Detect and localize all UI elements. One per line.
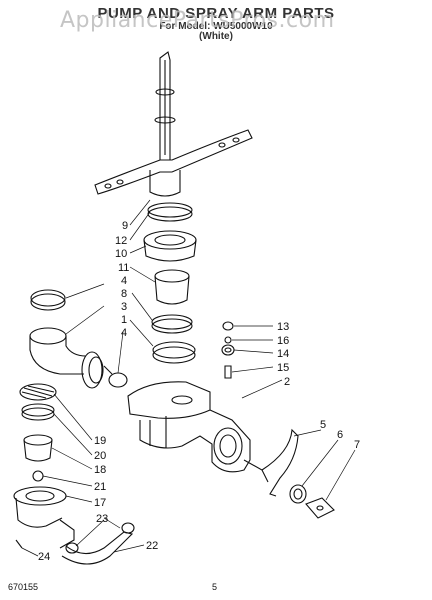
callout-20: 20 xyxy=(94,450,106,462)
gasket-part xyxy=(151,314,193,334)
callout-14: 14 xyxy=(277,348,289,360)
callout-12: 12 xyxy=(115,235,127,247)
callout-22: 22 xyxy=(146,540,158,552)
page-number: 5 xyxy=(212,582,218,592)
callout-7: 7 xyxy=(354,439,360,451)
drain-parts xyxy=(13,383,75,549)
callout-19: 19 xyxy=(94,435,106,447)
callout-5: 5 xyxy=(320,419,326,431)
callout-24: 24 xyxy=(38,551,50,563)
watermark: AppliancePartsPros.com xyxy=(60,8,335,33)
hanger-parts xyxy=(261,428,335,519)
callout-6: 6 xyxy=(337,429,343,441)
callout-13: 13 xyxy=(277,321,289,333)
seal-ring-part xyxy=(147,202,193,222)
doc-number: 670155 xyxy=(8,582,39,592)
drain-hose-part xyxy=(61,522,135,565)
spray-arm-part xyxy=(94,51,253,197)
callout-10: 10 xyxy=(115,248,127,260)
callout-21: 21 xyxy=(94,481,106,493)
callout-1: 1 xyxy=(121,314,127,326)
callout-4a: 4 xyxy=(121,275,127,287)
fastener-parts xyxy=(221,321,235,379)
callout-15: 15 xyxy=(277,362,289,374)
housing-part xyxy=(143,230,197,262)
callout-9: 9 xyxy=(122,220,128,232)
header: PUMP AND SPRAY ARM PARTS For Model: WU50… xyxy=(0,6,432,43)
callout-17: 17 xyxy=(94,497,106,509)
callout-23: 23 xyxy=(96,513,108,525)
page-title: PUMP AND SPRAY ARM PARTS xyxy=(97,5,335,22)
pump-motor-part xyxy=(127,381,269,483)
hose-clamp-part xyxy=(103,365,128,388)
callout-11: 11 xyxy=(118,262,129,274)
callout-2: 2 xyxy=(284,376,290,388)
callout-18: 18 xyxy=(94,464,106,476)
filter-part xyxy=(154,269,190,305)
callout-8: 8 xyxy=(121,288,127,300)
seal-part xyxy=(152,341,196,364)
callout-4b: 4 xyxy=(121,327,127,339)
hose-elbow-part xyxy=(29,289,104,389)
callout-3: 3 xyxy=(121,301,127,313)
color-line: (White) xyxy=(199,31,233,43)
callout-16: 16 xyxy=(277,335,289,347)
model-line: For Model: WU5000W10 xyxy=(159,20,273,32)
